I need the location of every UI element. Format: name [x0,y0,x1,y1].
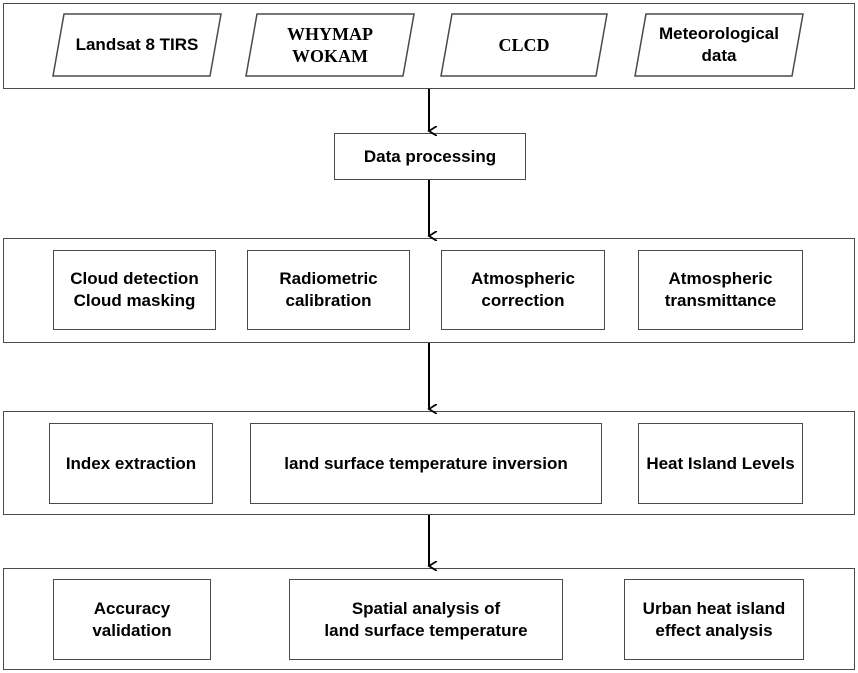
step-atmospheric-transmittance: Atmospheric transmittance [638,250,803,330]
parallelogram-shape [634,13,804,77]
parallelogram-shape [245,13,415,77]
parallelogram-shape [52,13,222,77]
step-accuracy-validation: Accuracy validation [53,579,211,660]
step-label: Radiometric calibration [279,269,378,310]
parallelogram-shape [440,13,608,77]
source-label: WHYMAP WOKAM [287,24,373,66]
step-heat-island-levels: Heat Island Levels [638,423,803,504]
step-cloud-detection: Cloud detection Cloud masking [53,250,216,330]
step-label: Heat Island Levels [646,453,795,473]
step-label: land surface temperature inversion [284,453,568,473]
source-landsat-8-tirs: Landsat 8 TIRS [52,13,222,77]
source-meteorological-data: Meteorological data [634,13,804,77]
step-uhi-effect-analysis: Urban heat island effect analysis [624,579,804,660]
step-atmospheric-correction: Atmospheric correction [441,250,605,330]
step-radiometric-calibration: Radiometric calibration [247,250,410,330]
step-lst-inversion: land surface temperature inversion [250,423,602,504]
step-label: Atmospheric correction [471,269,575,310]
source-whymap-wokam: WHYMAP WOKAM [245,13,415,77]
data-processing-label: Data processing [363,146,497,166]
source-label: Landsat 8 TIRS [75,35,199,54]
step-label: Urban heat island effect analysis [642,598,786,640]
step-label: Cloud detection Cloud masking [70,269,199,310]
data-processing-box: Data processing [334,133,526,180]
step-label: Index extraction [65,453,197,473]
source-label: Meteorological data [659,24,779,65]
source-label: CLCD [498,35,550,55]
step-label: Atmospheric transmittance [664,269,777,310]
step-index-extraction: Index extraction [49,423,213,504]
step-label: Accuracy validation [92,598,172,640]
step-spatial-analysis: Spatial analysis of land surface tempera… [289,579,563,660]
source-clcd: CLCD [440,13,608,77]
step-label: Spatial analysis of land surface tempera… [324,598,528,640]
